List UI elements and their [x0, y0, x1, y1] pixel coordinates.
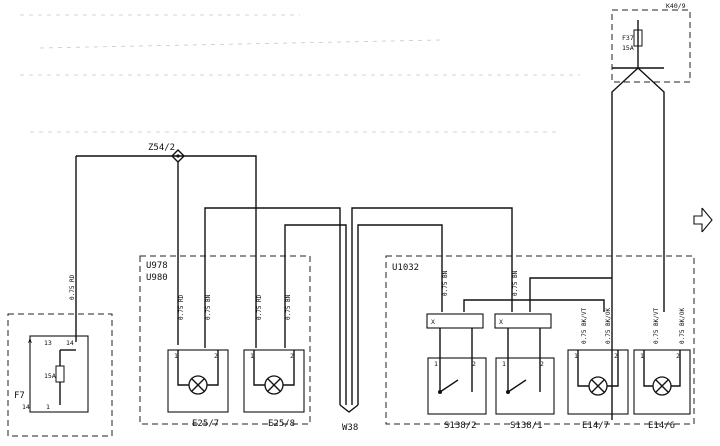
component-box: [495, 357, 555, 415]
wire-labels: 0.75 RD 0.75 BN 0.75 RD 0.75 BN 0.75 BN …: [178, 270, 686, 344]
pin-label: 1: [434, 360, 438, 368]
pin-label: 2: [676, 352, 680, 360]
fuse-box-term-13: 13: [44, 339, 52, 347]
fuse-box-f7: A 13 14 F7 15A 14 1: [7, 313, 113, 437]
component-box: [243, 349, 305, 413]
switch-connectors: X X: [426, 313, 552, 329]
pin-label: 1: [502, 360, 506, 368]
splice-label: Z54/2: [148, 143, 175, 153]
fuse-box-name: F7: [14, 391, 25, 401]
component-box: [567, 349, 629, 415]
pin-label: 2: [214, 352, 218, 360]
svg-text:X: X: [431, 318, 435, 326]
fuse-box-term-a: A: [28, 337, 32, 345]
pin-label: 2: [540, 360, 544, 368]
wire-e14-7-a: 0.75 BK/VT: [581, 307, 588, 344]
wiring-routes: [204, 207, 665, 413]
fuse-f7-symbol: [55, 365, 65, 383]
background-faint-lines: [20, 14, 580, 133]
splice-z54-2: Z54/2 0.75 RD: [69, 143, 257, 348]
group-left: U978 U980: [139, 255, 311, 425]
component-label: E25/7: [192, 419, 219, 429]
pin-label: 2: [614, 352, 618, 360]
wire-e25-7-b: 0.75 BN: [205, 294, 212, 320]
pin-label: 1: [640, 352, 644, 360]
ground-label: W38: [342, 423, 358, 433]
fuse-box-rating: 15A: [44, 372, 56, 380]
component-box: [167, 349, 229, 413]
wire-e25-8-a: 0.75 RD: [256, 294, 263, 320]
fuse-f37-label: F37: [622, 34, 634, 42]
wire-e14-7-b: 0.75 BK/OK: [605, 307, 612, 344]
switch-icon: [439, 379, 459, 393]
pin-label: 2: [290, 352, 294, 360]
svg-text:X: X: [499, 318, 503, 326]
switch-icon: [507, 379, 527, 393]
wire-s138-1: 0.75 BN: [512, 270, 519, 296]
wire-splice-down: 0.75 RD: [69, 274, 76, 300]
relay-block-label: K40/9: [666, 2, 686, 10]
wire-e14-6-a: 0.75 BK/VT: [653, 307, 660, 344]
component-label: S138/1: [510, 421, 543, 431]
group-right-label: U1032: [392, 263, 419, 273]
wire-s138-2: 0.75 BN: [442, 270, 449, 296]
pin-label: 1: [574, 352, 578, 360]
pin-label: 1: [250, 352, 254, 360]
component-label: S138/2: [444, 421, 477, 431]
relay-block-k40-9: K40/9 F37 15A: [611, 2, 691, 420]
fuse-box-bottom-num: 1: [46, 403, 50, 411]
fuse-f37-rating: 15A: [622, 44, 634, 52]
group-left-label-1: U978: [146, 261, 168, 271]
component-label: E14/7: [582, 421, 609, 431]
group-right: U1032: [385, 255, 695, 425]
wire-e14-6-b: 0.75 BK/OK: [679, 307, 686, 344]
fuse-box-term-14: 14: [66, 339, 74, 347]
wire-e25-7-a: 0.75 RD: [178, 294, 185, 320]
component-label: E25/8: [268, 419, 295, 429]
right-arrow-icon: [693, 207, 713, 233]
fuse-box-bottom: 14: [22, 403, 30, 411]
component-box: [633, 349, 691, 415]
component-label: E14/6: [648, 421, 675, 431]
pin-label: 1: [174, 352, 178, 360]
component-box: [427, 357, 487, 415]
pin-label: 2: [472, 360, 476, 368]
group-left-label-2: U980: [146, 273, 168, 283]
wire-e25-8-b: 0.75 BN: [285, 294, 292, 320]
